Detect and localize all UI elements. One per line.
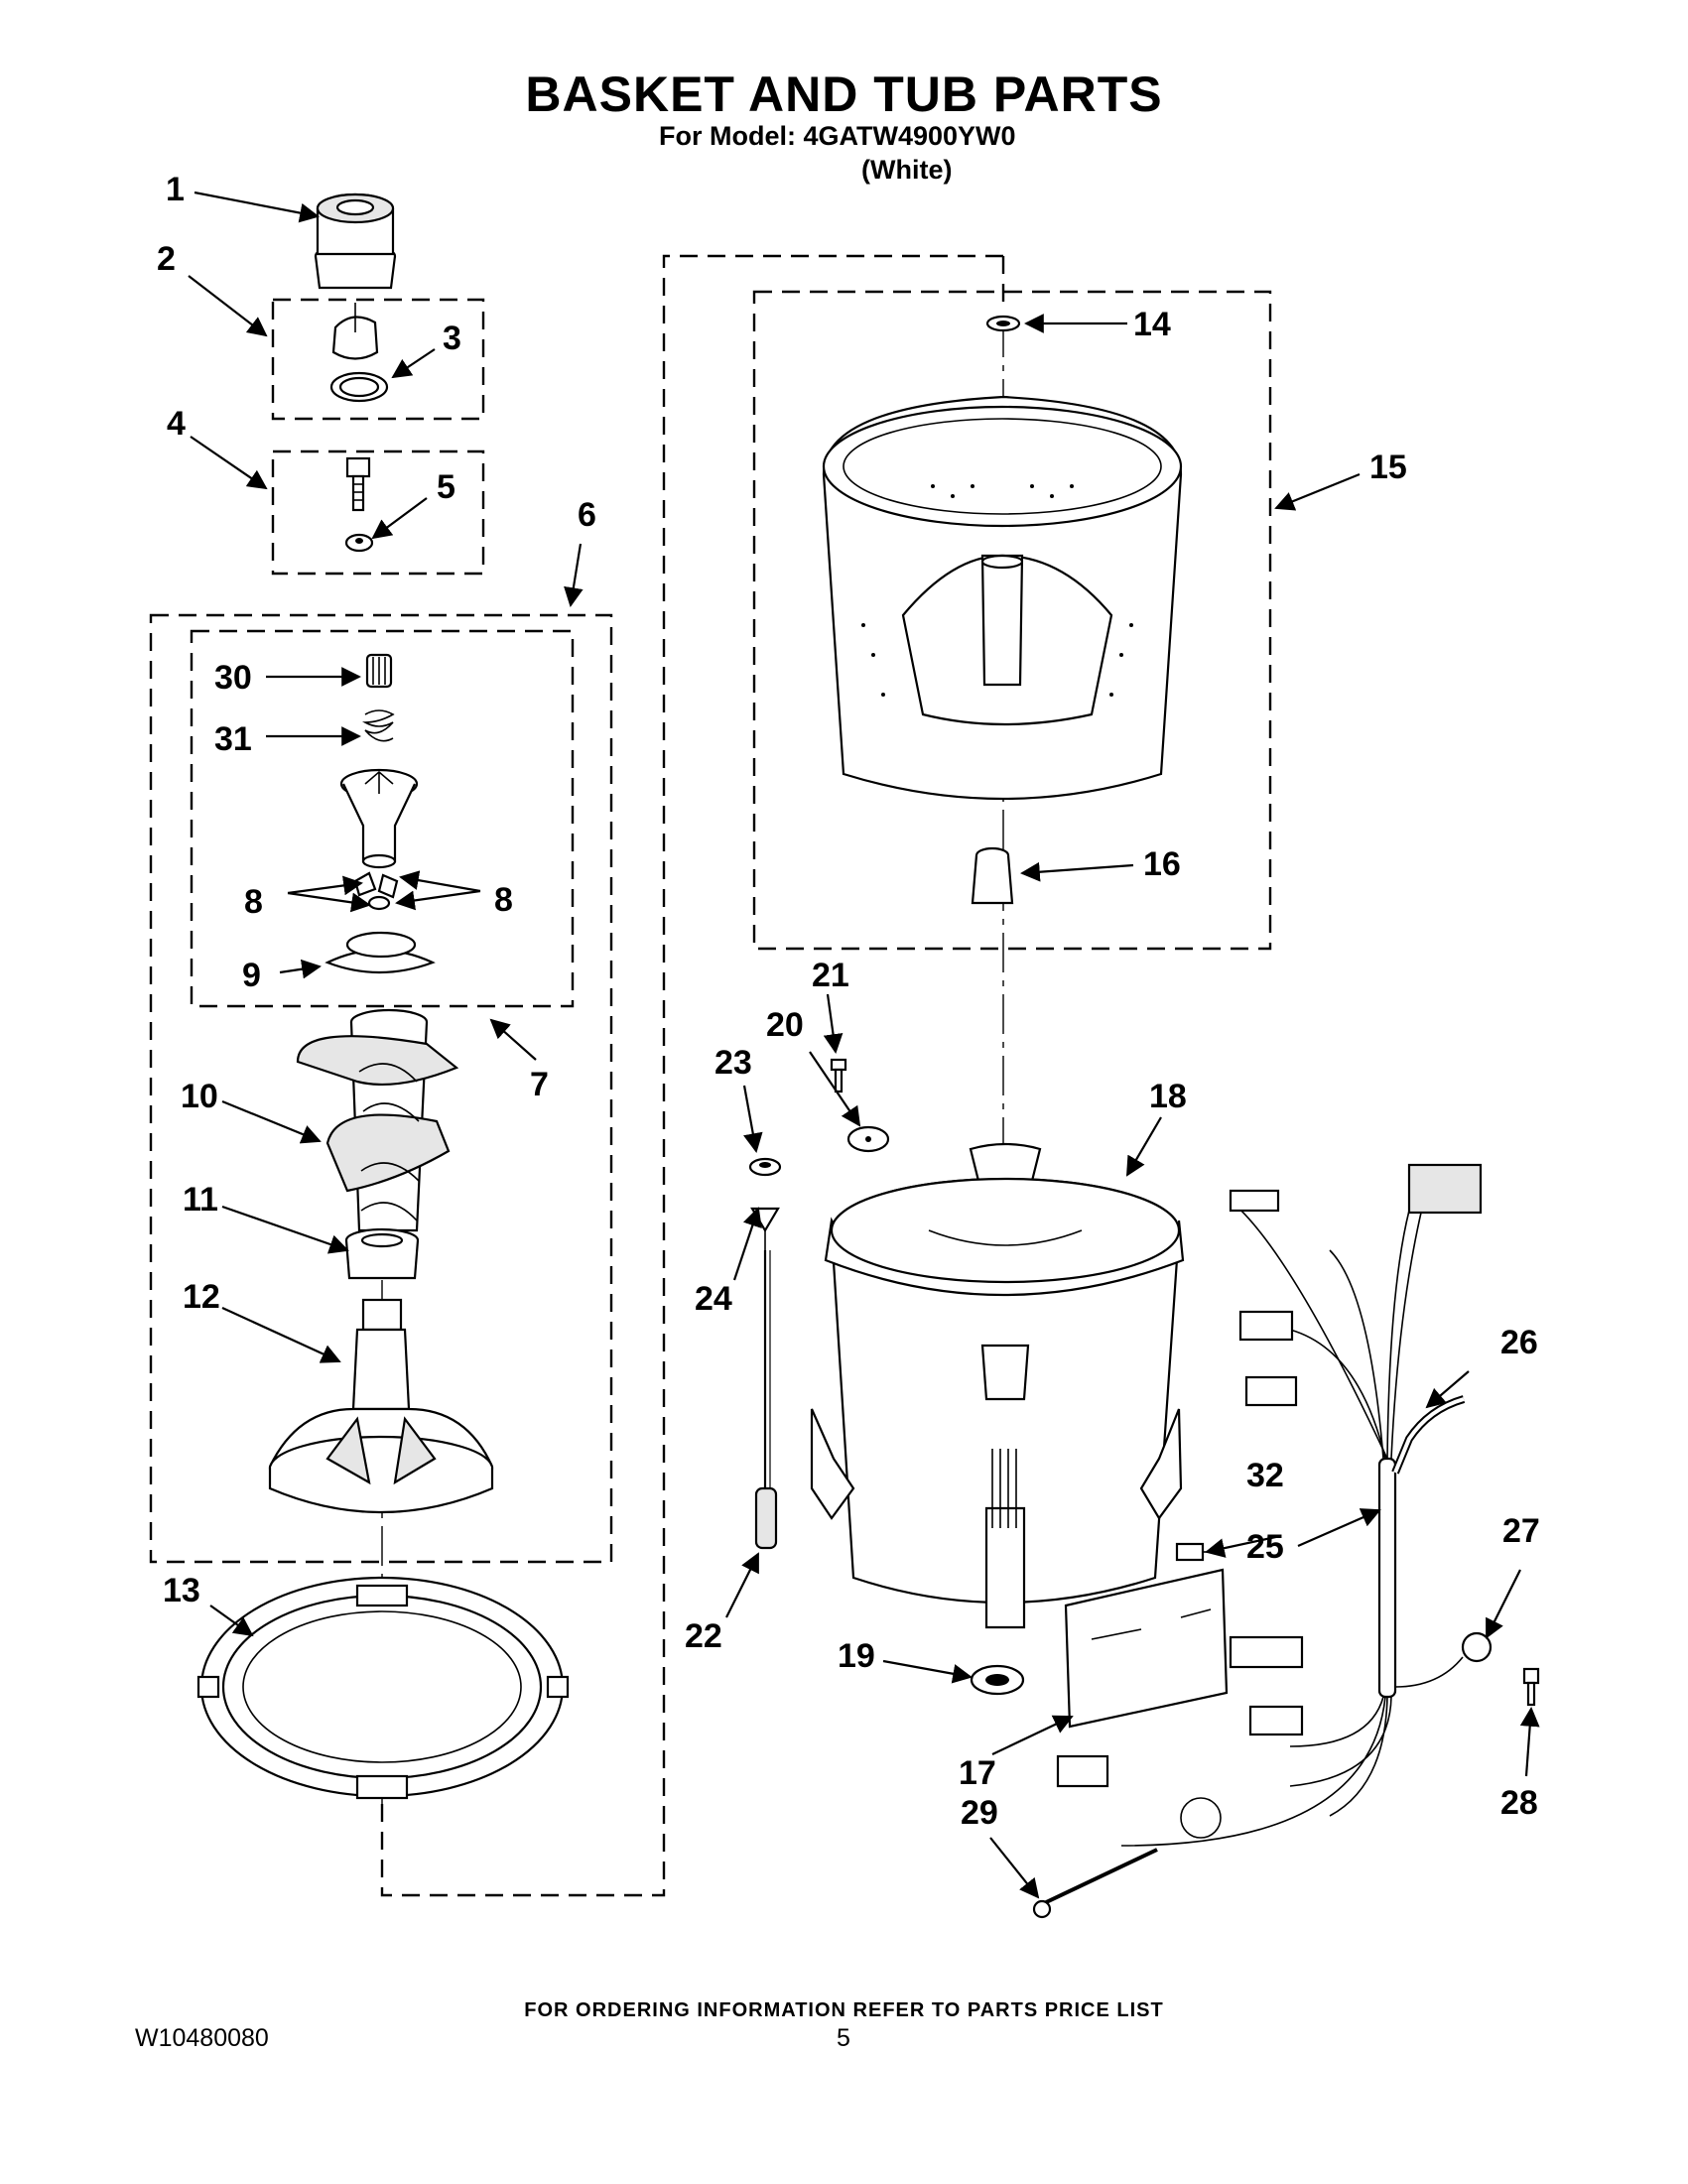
document-number: W10480080 (135, 2024, 269, 2052)
part-9-dog-cam (325, 931, 436, 974)
page-title: BASKET AND TUB PARTS (525, 66, 1163, 122)
harness-connectors (1056, 1163, 1483, 1788)
callout-5: 5 (437, 468, 455, 506)
part-11-bearing (344, 1227, 420, 1280)
part-29-cable-tie (1032, 1848, 1158, 1919)
part-13-tub-ring (196, 1576, 570, 1800)
callout-21: 21 (812, 957, 849, 994)
callout-1: 1 (166, 171, 185, 208)
callout-28: 28 (1500, 1784, 1538, 1822)
connector-dashed-line (380, 254, 1003, 1897)
group-box-7 (190, 629, 575, 1008)
callout-18: 18 (1149, 1078, 1187, 1115)
part-19-seal (970, 1664, 1025, 1696)
agitator-cam (339, 768, 419, 869)
part-14-nut (985, 315, 1021, 332)
callout-7: 7 (530, 1066, 549, 1103)
callout-29: 29 (961, 1794, 998, 1832)
part-15-basket (822, 395, 1183, 801)
callout-3: 3 (443, 320, 461, 357)
part-28-screw (1522, 1667, 1540, 1707)
callout-2: 2 (157, 240, 176, 278)
part-10-auger (296, 1008, 459, 1232)
part-25-wire-harness (1120, 1180, 1430, 1847)
leader-lines (188, 191, 1540, 1899)
callout-8-right: 8 (494, 881, 513, 919)
callout-8-left: 8 (244, 883, 263, 921)
callout-25: 25 (1246, 1528, 1284, 1566)
group-box-15 (752, 290, 1272, 951)
part-31-spring (361, 709, 395, 742)
part-16-drive-block (971, 846, 1014, 905)
part-2-cap-insert (331, 303, 379, 360)
part-27-clip (1394, 1631, 1493, 1688)
callout-22: 22 (685, 1617, 722, 1655)
part-30-cap (365, 653, 393, 689)
ordering-note: FOR ORDERING INFORMATION REFER TO PARTS … (524, 1999, 1164, 2021)
part-20-bracket (846, 1125, 890, 1153)
callout-26: 26 (1500, 1324, 1538, 1361)
group-box-6 (149, 613, 613, 1564)
part-12-agitator-base (268, 1298, 494, 1514)
part-26-tube (1391, 1395, 1466, 1475)
callout-17: 17 (959, 1754, 996, 1792)
callout-10: 10 (181, 1078, 218, 1115)
part-17-board (1064, 1568, 1229, 1729)
callout-31: 31 (214, 720, 252, 758)
callout-19: 19 (838, 1637, 875, 1675)
color-line: (White) (861, 155, 953, 185)
part-21-screw (830, 1058, 847, 1093)
part-22-hose (754, 1250, 778, 1550)
part-5-washer (344, 533, 374, 553)
part-3-ring (329, 371, 389, 403)
callout-32: 32 (1246, 1457, 1284, 1494)
callout-20: 20 (766, 1006, 804, 1044)
part-23-grommet (748, 1157, 782, 1177)
part-18-outer-tub (810, 1142, 1185, 1629)
callout-12: 12 (183, 1278, 220, 1316)
page-number: 5 (837, 2024, 850, 2052)
callout-4: 4 (167, 405, 186, 443)
part-1-cap (314, 193, 397, 290)
callout-24: 24 (695, 1280, 732, 1318)
callout-11: 11 (183, 1181, 218, 1219)
part-4-bolt (345, 456, 371, 512)
callout-27: 27 (1502, 1512, 1540, 1550)
callout-16: 16 (1143, 845, 1181, 883)
group-box-2 (271, 298, 485, 421)
callout-6: 6 (578, 496, 596, 534)
callout-30: 30 (214, 659, 252, 697)
callout-labels: 1 2 3 4 5 6 7 8 8 9 10 11 12 13 14 15 16… (157, 171, 1540, 1832)
model-line: For Model: 4GATW4900YW0 (659, 121, 1016, 151)
callout-15: 15 (1369, 449, 1407, 486)
callout-13: 13 (163, 1572, 200, 1609)
callout-14: 14 (1133, 306, 1171, 343)
callout-23: 23 (714, 1044, 752, 1082)
callout-9: 9 (242, 957, 261, 994)
